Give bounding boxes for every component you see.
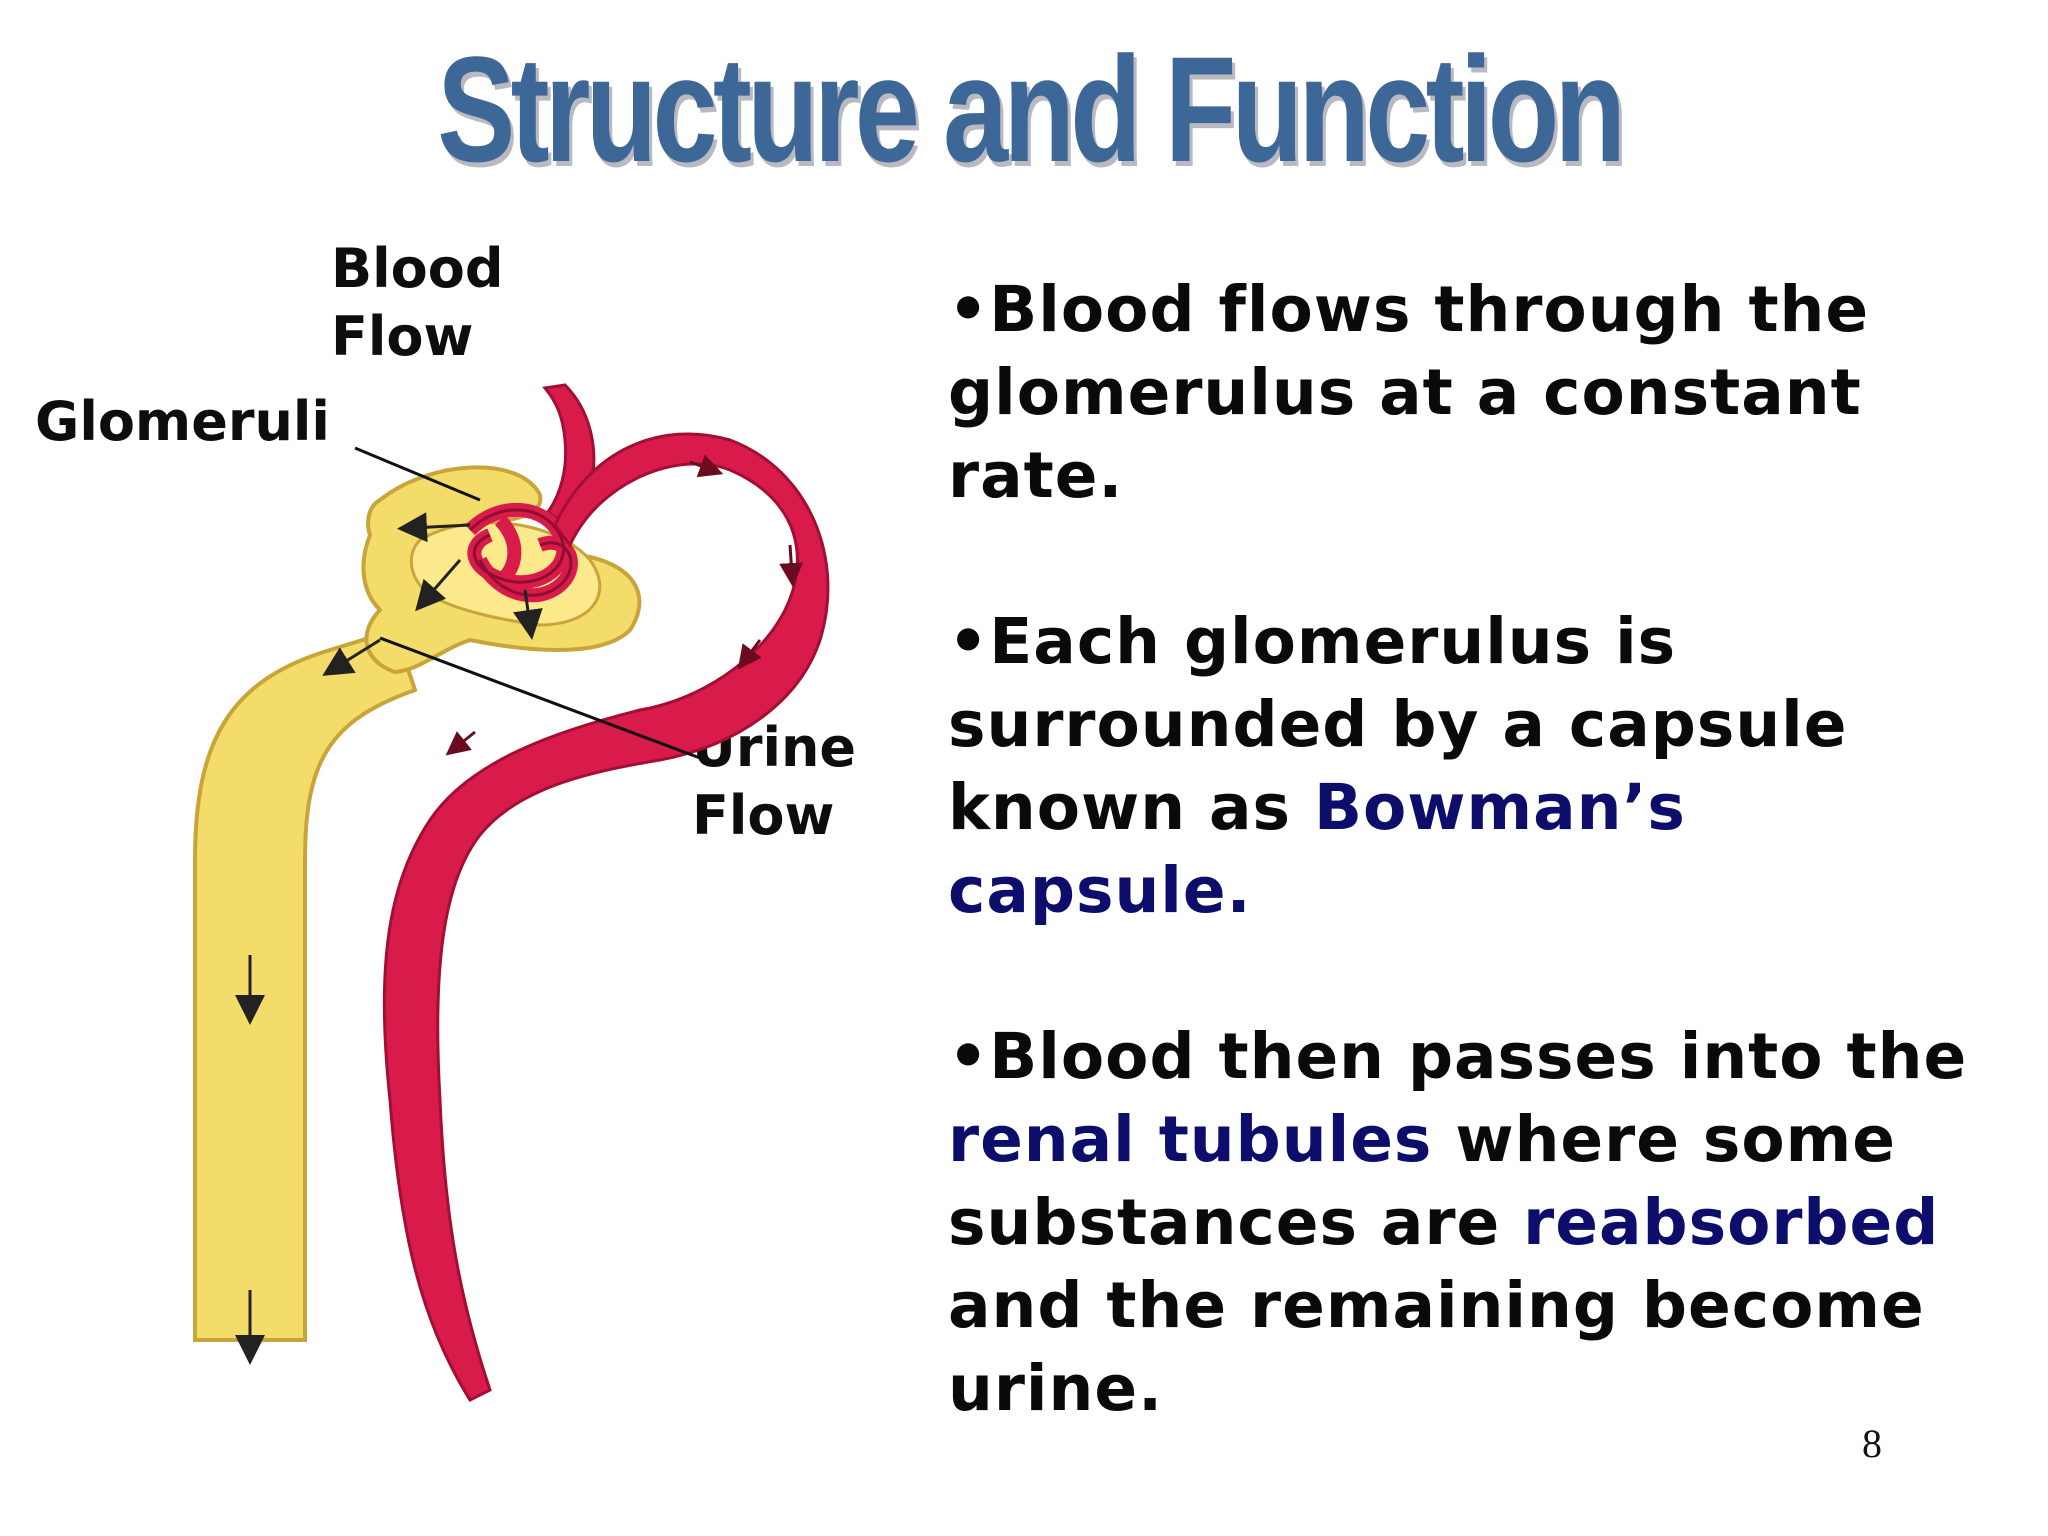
bowmans-capsule-term: Bowman’s capsule. [948, 771, 1686, 927]
renal-tubule [193, 627, 418, 1342]
leader-lines [354, 446, 701, 760]
blood-flow-label: Blood Flow [331, 235, 504, 371]
blood-flow-label-line2: Flow [331, 305, 474, 368]
bullet-3-text-a: •Blood then passes into the [948, 1020, 1968, 1093]
bullet-2: •Each glomerulus is surrounded by a caps… [948, 600, 2008, 932]
bullet-3-text-b: where some substances are [948, 1103, 1897, 1259]
blood-flow-arrows [445, 454, 804, 756]
renal-tubules-term: renal tubules [948, 1103, 1433, 1176]
bullet-list: •Blood flows through the glomerulus at a… [948, 268, 2008, 1430]
urine-flow-label-line2: Flow [692, 784, 835, 847]
reabsorbed-term: reabsorbed [1523, 1186, 1940, 1259]
bullet-3: •Blood then passes into the renal tubule… [948, 1015, 2008, 1430]
glomeruli-label: Glomeruli [35, 390, 330, 453]
nephron-diagram [193, 383, 830, 1402]
filtration-arrows [322, 512, 543, 676]
bullet-1-text: •Blood flows through the glomerulus at a… [948, 273, 1870, 512]
blood-flow-label-line1: Blood [331, 237, 504, 300]
bullet-2-text: •Each glomerulus is surrounded by a caps… [948, 605, 1848, 844]
page-number: 8 [1862, 1421, 1882, 1466]
bullet-3-text-c: and the remaining become urine. [948, 1269, 1925, 1425]
slide-title: Structure and Function [437, 25, 1626, 193]
efferent-vessel [382, 432, 830, 1402]
bullet-1: •Blood flows through the glomerulus at a… [948, 268, 2008, 517]
